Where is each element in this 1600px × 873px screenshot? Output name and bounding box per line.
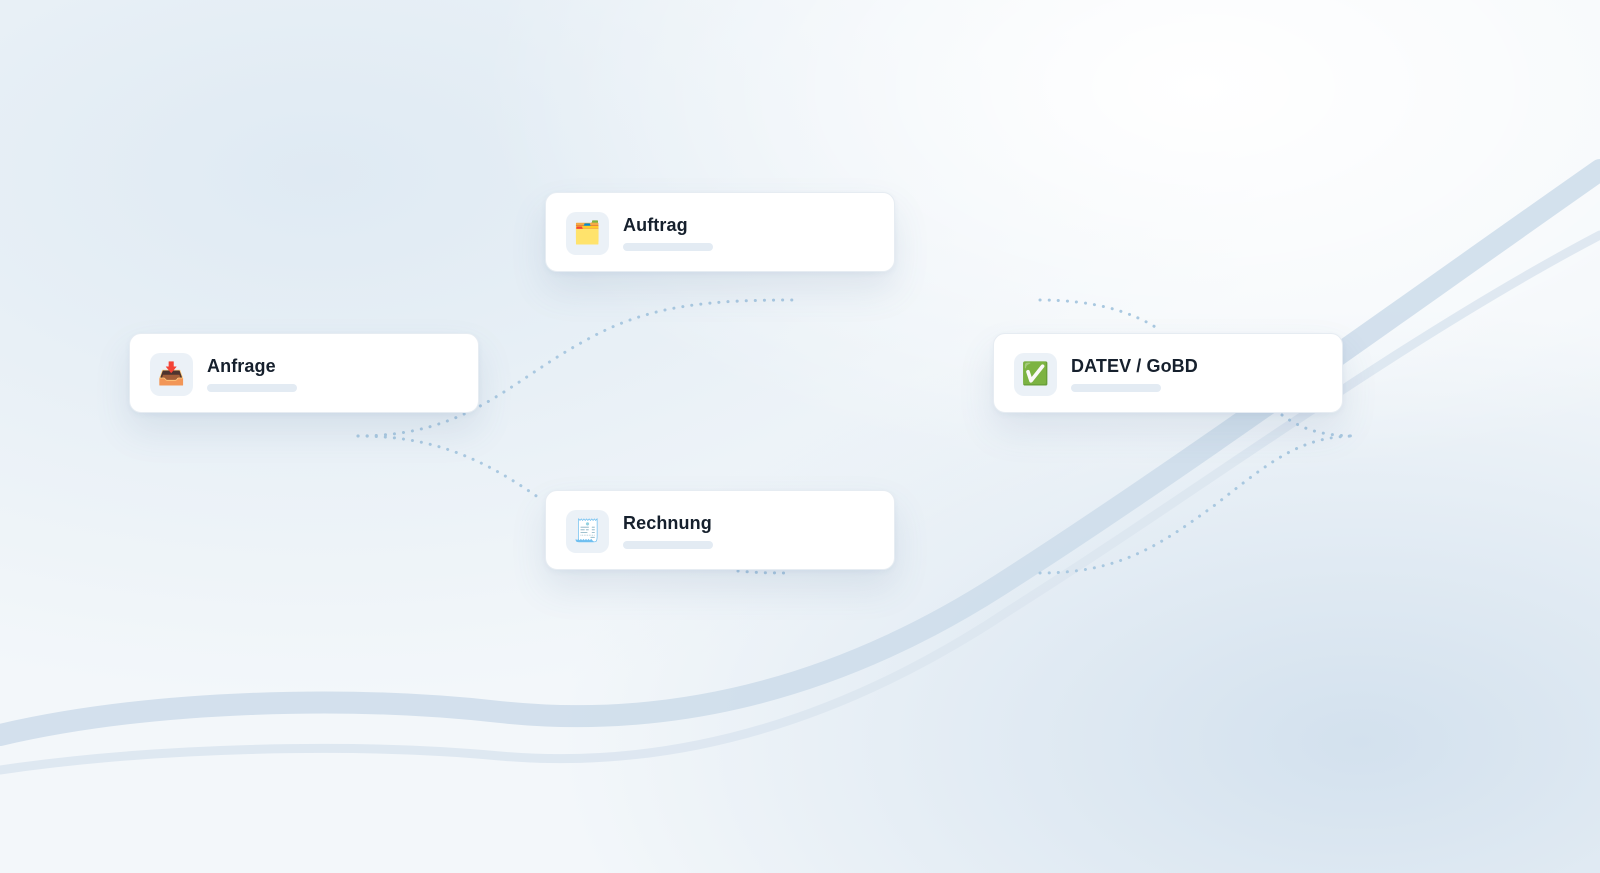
node-label-anfrage: Anfrage (207, 356, 276, 376)
connector-anfrage-auftrag (356, 298, 794, 438)
connector-rechnung-datev (1038, 434, 1358, 575)
connector-auftrag-datev (1038, 298, 1162, 332)
connector-datev-right (1280, 413, 1358, 438)
node-datev-gobd: ✅ DATEV / GoBD (993, 333, 1343, 413)
check-mark-button-icon: ✅ (1014, 353, 1057, 396)
node-rechnung: 🧾 Rechnung (545, 490, 895, 570)
node-label-rechnung: Rechnung (623, 513, 712, 533)
inbox-tray-icon: 📥 (150, 353, 193, 396)
node-label-auftrag: Auftrag (623, 215, 688, 235)
connector-rechnung-bottom (736, 569, 794, 575)
node-auftrag: 🗂️ Auftrag (545, 192, 895, 272)
placeholder-bar (623, 243, 713, 251)
card-index-dividers-icon: 🗂️ (566, 212, 609, 255)
node-label-datev-gobd: DATEV / GoBD (1071, 356, 1198, 376)
placeholder-bar (623, 541, 713, 549)
receipt-icon: 🧾 (566, 510, 609, 553)
connector-anfrage-rechnung (356, 434, 544, 502)
node-anfrage: 📥 Anfrage (129, 333, 479, 413)
placeholder-bar (1071, 384, 1161, 392)
placeholder-bar (207, 384, 297, 392)
